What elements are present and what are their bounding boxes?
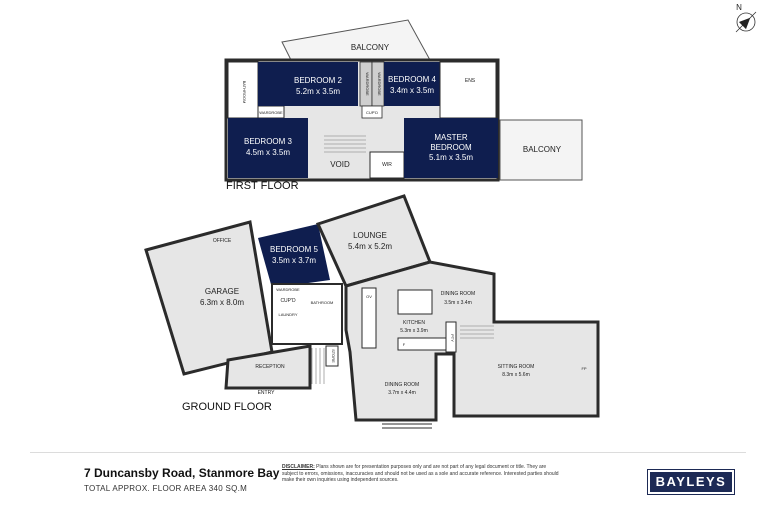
office-label: OFFICE — [213, 238, 232, 244]
first-cupd-label: CUP'D — [366, 110, 378, 115]
fridge-label: F — [403, 342, 406, 347]
first-wardrobe-b: WARDROBE — [377, 72, 382, 96]
first-bathroom-label: BATHROOM — [242, 81, 247, 104]
reception-label: RECEPTION — [255, 364, 285, 370]
compass-north-label: N — [736, 3, 742, 12]
entry-label: ENTRY — [258, 390, 276, 396]
ground-wardrobe-label: WARDROBE — [276, 287, 300, 292]
first-floor-label: FIRST FLOOR — [226, 180, 299, 192]
lounge-name: LOUNGE — [353, 231, 387, 240]
ground-cupd-label: CUP'D — [280, 298, 296, 304]
first-floor: BALCONY BATHROOM WARDROBE BEDROOM 2 5.2m… — [224, 19, 583, 192]
master-dims: 5.1m x 3.5m — [429, 153, 473, 162]
store-label: STORE — [331, 349, 336, 363]
bedroom4-dims: 3.4m x 3.5m — [390, 86, 434, 95]
balcony-right-label: BALCONY — [523, 145, 562, 154]
property-address: 7 Duncansby Road, Stanmore Bay — [84, 466, 280, 480]
first-wardrobe-a: WARDROBE — [365, 72, 370, 96]
sitting-dims: 8.3m x 5.6m — [502, 372, 530, 378]
void-label: VOID — [330, 160, 350, 169]
pty-label: PTY — [450, 334, 455, 342]
garage-name: GARAGE — [205, 287, 239, 296]
floor-area: TOTAL APPROX. FLOOR AREA 340 SQ.M — [84, 484, 248, 493]
fp-label: FP — [581, 366, 586, 371]
dining1-name: DINING ROOM — [441, 291, 475, 297]
kitchen-name: KITCHEN — [403, 320, 425, 326]
disclaimer: DISCLAIMER: Plans shown are for presenta… — [282, 464, 562, 484]
ens-label: ENS — [465, 78, 476, 84]
balcony-top-label: BALCONY — [351, 43, 390, 52]
bedroom5-dims: 3.5m x 3.7m — [272, 256, 316, 265]
disclaimer-label: DISCLAIMER: — [282, 464, 315, 470]
ov-label: OV — [366, 294, 372, 299]
dining2-dims: 3.7m x 4.4m — [388, 390, 416, 396]
footer-divider — [30, 452, 746, 453]
bedroom4-name: BEDROOM 4 — [388, 75, 437, 84]
bedroom3-dims: 4.5m x 3.5m — [246, 148, 290, 157]
bedroom2-dims: 5.2m x 3.5m — [296, 87, 340, 96]
ground-floor-label: GROUND FLOOR — [182, 401, 272, 413]
ground-floor: OFFICE GARAGE 6.3m x 8.0m BEDROOM 5 3.5m… — [144, 194, 600, 429]
bedroom2-name: BEDROOM 2 — [294, 76, 343, 85]
dining2-name: DINING ROOM — [385, 382, 419, 388]
sitting-name: SITTING ROOM — [498, 364, 535, 370]
bedroom3-name: BEDROOM 3 — [244, 137, 293, 146]
lounge-dims: 5.4m x 5.2m — [348, 242, 392, 251]
garage-dims: 6.3m x 8.0m — [200, 298, 244, 307]
kitchen-dims: 5.3m x 3.9m — [400, 328, 428, 334]
bayleys-logo: BAYLEYS — [647, 469, 735, 495]
master-name-1: MASTER — [434, 133, 468, 142]
laundry-label: LAUNDRY — [278, 312, 297, 317]
ground-bathroom-label: BATHROOM — [311, 300, 334, 305]
bedroom5-name: BEDROOM 5 — [270, 245, 319, 254]
disclaimer-text: Plans shown are for presentation purpose… — [282, 464, 559, 483]
master-name-2: BEDROOM — [430, 143, 472, 152]
dining1-dims: 3.5m x 3.4m — [444, 300, 472, 306]
compass: N — [735, 3, 757, 33]
wir-label: WIR — [382, 162, 392, 168]
first-wardrobe-label: WARDROBE — [259, 110, 283, 115]
